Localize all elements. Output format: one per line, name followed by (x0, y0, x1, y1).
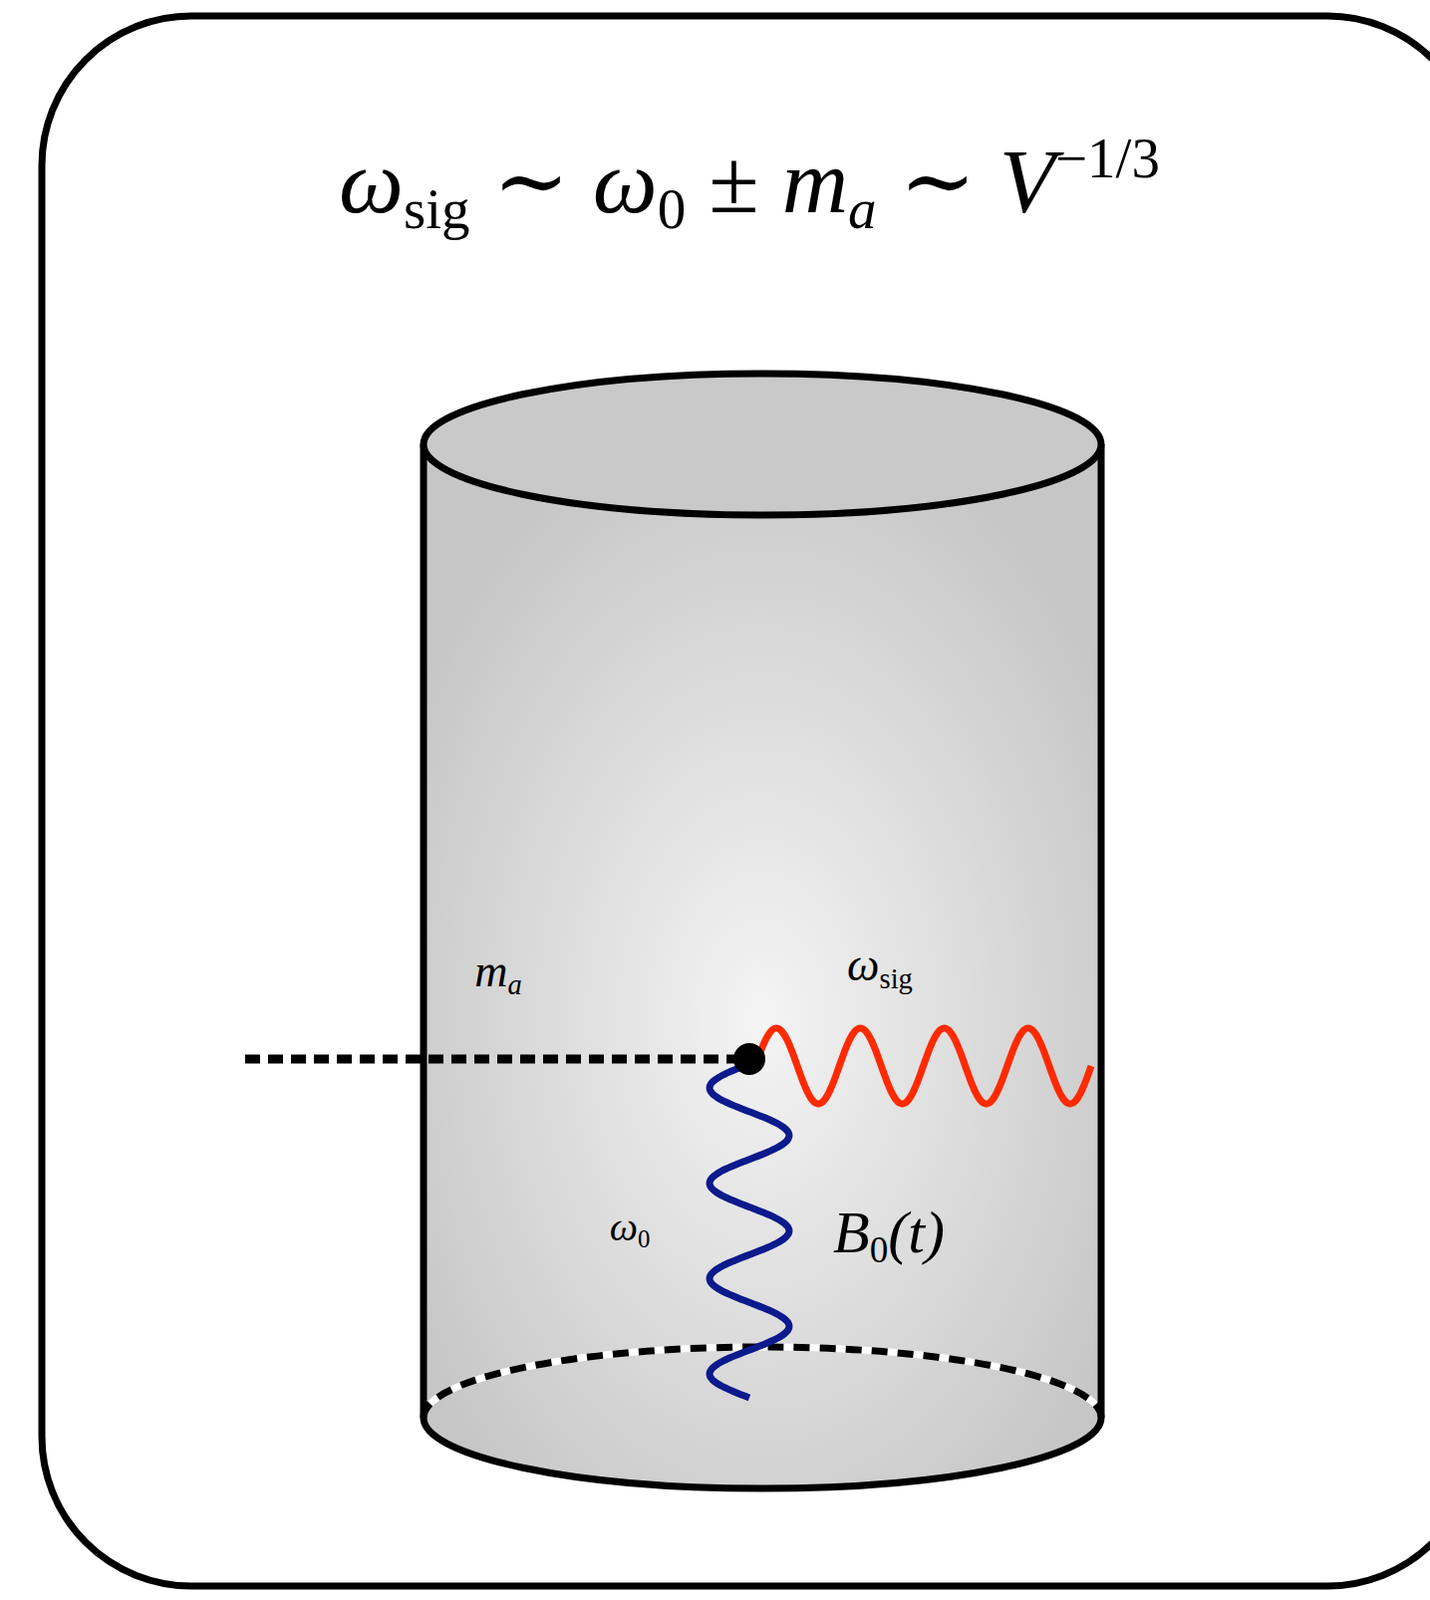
cylinder-top (423, 373, 1102, 516)
cavity-bottom-front (423, 1418, 1102, 1489)
signal-frequency-label: ωsig (847, 942, 913, 995)
cavity-bottom-back (423, 1347, 1102, 1419)
cylinder-side (420, 444, 428, 1419)
field-label: B0(t) (833, 1202, 945, 1270)
drive-frequency-label: ω0 (609, 1207, 651, 1253)
signal-wave (755, 1028, 1092, 1105)
vertex-dot (733, 1043, 766, 1076)
axion-mass-label: ma (474, 948, 523, 1001)
field-wave (709, 1064, 790, 1399)
cylinder-side (1098, 444, 1106, 1419)
axion-line (245, 1055, 746, 1065)
cavity-bottom-back-dashed (423, 1347, 1102, 1419)
frame (41, 15, 1430, 1587)
formula-title: ωsig ∼ ω0 ± ma ∼ V−1/3 (338, 129, 1160, 238)
cylinder-body (423, 444, 1102, 1489)
